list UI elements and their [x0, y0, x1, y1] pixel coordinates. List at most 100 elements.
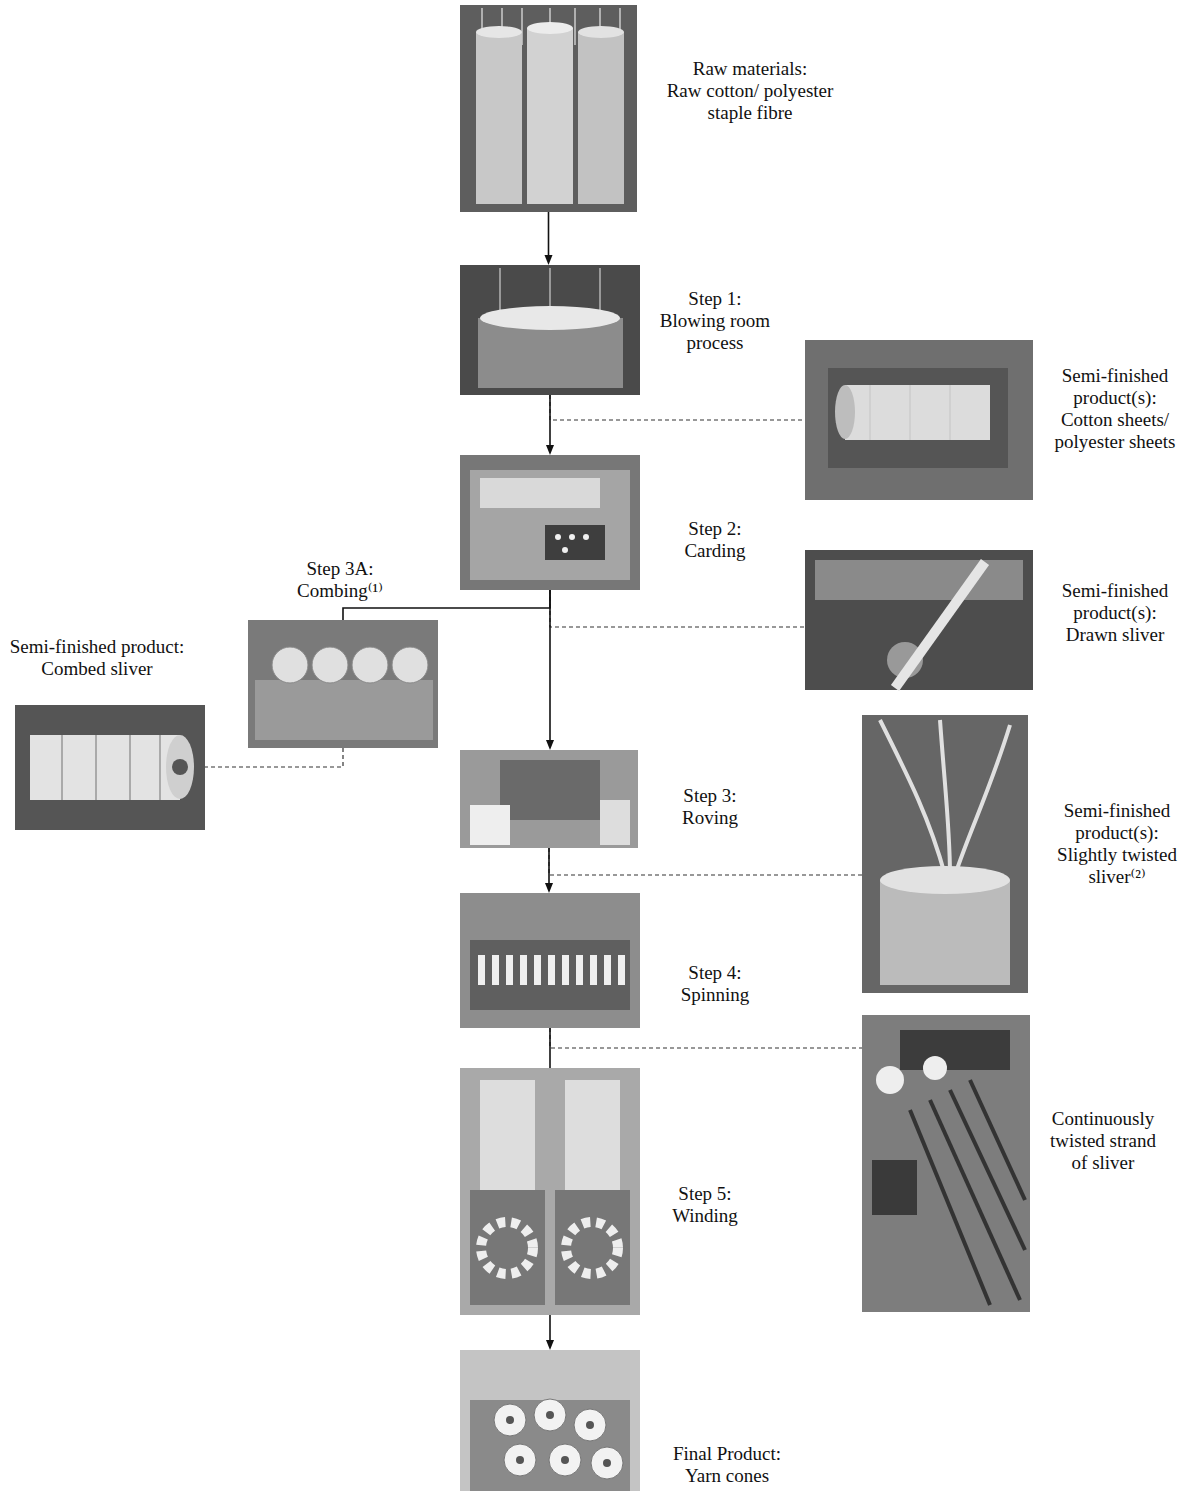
winding-photo-part [555, 1190, 630, 1305]
twisted-strand-photo-part [872, 1160, 917, 1215]
yarn-cones-photo-part [470, 1400, 630, 1491]
label-heading: Semi-finished product(s): [1038, 365, 1192, 409]
combed-sliver-photo-part [61, 735, 63, 800]
product-leader [550, 1028, 862, 1048]
twisted-strand-photo-part [876, 1066, 904, 1094]
combed-sliver-photo-part [15, 705, 205, 830]
label-text: Winding [650, 1205, 760, 1227]
yarn-cones-photo-part [546, 1411, 554, 1419]
raw-fibre-photo-part [574, 8, 576, 45]
spinning-photo-part [506, 955, 513, 985]
roving-photo [460, 750, 638, 848]
combed-sliver-photo-part [159, 735, 161, 800]
photo-node: Step 4:Spinning [460, 893, 640, 1028]
flow-arrow [546, 590, 554, 750]
photo-node: Step 5:Winding [460, 1068, 640, 1315]
dashed-line [205, 748, 343, 767]
yarn-cones-photo-part [504, 1444, 536, 1476]
blowing-room-photo [460, 265, 640, 395]
flow-arrow [550, 1028, 551, 1068]
spinning-photo-part [618, 955, 625, 985]
winding-photo-part [481, 1222, 533, 1274]
yarn-cones-photo-part [549, 1444, 581, 1476]
twisted-sliver-photo [862, 715, 1028, 993]
photo-node: Step 2:Carding [460, 455, 640, 590]
node-label: Step 3A:Combing⁽¹⁾ [285, 558, 395, 602]
node-label: Semi-finished product(s):Slightly twiste… [1042, 800, 1192, 888]
yarn-cones-photo-part [494, 1404, 526, 1436]
combed-sliver-photo-part [129, 735, 131, 800]
yarn-cones-photo-part [574, 1409, 606, 1441]
yarn-cones-photo-part [561, 1456, 569, 1464]
yarn-cones-photo [460, 1350, 640, 1491]
photo-node: Step 3:Roving [460, 750, 638, 848]
carding-photo-part [470, 470, 630, 580]
label-text: Cotton sheets/ polyester sheets [1038, 409, 1192, 453]
label-heading: Final Product: [662, 1443, 792, 1465]
twisted-sliver-photo-part [955, 725, 1010, 875]
flow-arrow [546, 1315, 554, 1350]
twisted-strand-photo-part [923, 1056, 947, 1080]
node-label: Continuously twisted strand of sliver [1049, 1108, 1157, 1174]
winding-photo-part [480, 1080, 535, 1190]
photo-node: Final Product:Yarn cones [460, 1350, 640, 1491]
raw-fibre-photo-part [578, 26, 624, 38]
label-heading: Raw materials: [660, 58, 840, 80]
spinning-photo-part [576, 955, 583, 985]
flow-arrow [545, 848, 553, 893]
cotton-sheet-photo-part [910, 385, 911, 440]
combed-sliver-photo [15, 705, 205, 830]
carding-photo-part [555, 534, 561, 540]
flow-line [549, 1315, 551, 1340]
twisted-strand-photo-part [900, 1030, 1010, 1070]
cotton-sheet-photo-part [950, 385, 951, 440]
yarn-cones-photo-part [591, 1447, 623, 1479]
carding-photo-part [480, 478, 600, 508]
node-label: Semi-finished product(s):Cotton sheets/ … [1038, 365, 1192, 453]
node-label: Semi-finished product(s):Drawn sliver [1038, 580, 1192, 646]
flow-line [548, 848, 550, 883]
blowing-room-photo-part [549, 268, 551, 310]
twisted-strand-photo [862, 1015, 1030, 1312]
drawn-sliver-photo-part [805, 550, 1033, 690]
roving-photo-part [500, 760, 600, 820]
yarn-cones-photo-part [460, 1350, 640, 1491]
photo-node: Step 1:Blowing room process [460, 265, 640, 395]
cotton-sheet-photo [805, 340, 1033, 500]
spinning-photo [460, 893, 640, 1028]
flow-line [548, 212, 550, 255]
combing-photo-part [352, 647, 388, 683]
twisted-strand-photo-part [862, 1015, 1030, 1312]
raw-fibre-photo-part [460, 5, 637, 212]
arrow-head [546, 445, 554, 455]
combed-sliver-photo-part [95, 735, 97, 800]
combed-sliver-photo-part [30, 735, 180, 800]
arrow-head [545, 883, 553, 893]
label-heading: Semi-finished product(s): [1038, 580, 1192, 624]
label-text: Drawn sliver [1038, 624, 1192, 646]
node-label: Semi-finished product:Combed sliver [4, 636, 190, 680]
dashed-line [550, 395, 805, 420]
winding-photo-part [470, 1190, 545, 1305]
photo-node: Semi-finished product(s):Drawn sliver [805, 550, 1033, 690]
photo-node: Continuously twisted strand of sliver [862, 1015, 1030, 1312]
label-text: Carding [655, 540, 775, 562]
label-text: Blowing room process [645, 310, 785, 354]
label-text: Yarn cones [662, 1465, 792, 1487]
yarn-cones-photo-part [534, 1399, 566, 1431]
yarn-cones-photo-part [603, 1459, 611, 1467]
flow-line [549, 590, 551, 740]
combed-sliver-photo-part [166, 735, 194, 799]
combing-photo-part [248, 620, 438, 748]
blowing-room-photo-part [499, 268, 501, 310]
arrow-head [546, 1340, 554, 1350]
spinning-photo-part [460, 893, 640, 1028]
carding-photo [460, 455, 640, 590]
raw-fibre-photo [460, 5, 637, 212]
combing-photo [248, 620, 438, 748]
cotton-sheet-photo-part [828, 368, 1008, 468]
flow-arrow [545, 212, 553, 265]
carding-photo-part [583, 534, 589, 540]
flow-line [549, 395, 551, 445]
